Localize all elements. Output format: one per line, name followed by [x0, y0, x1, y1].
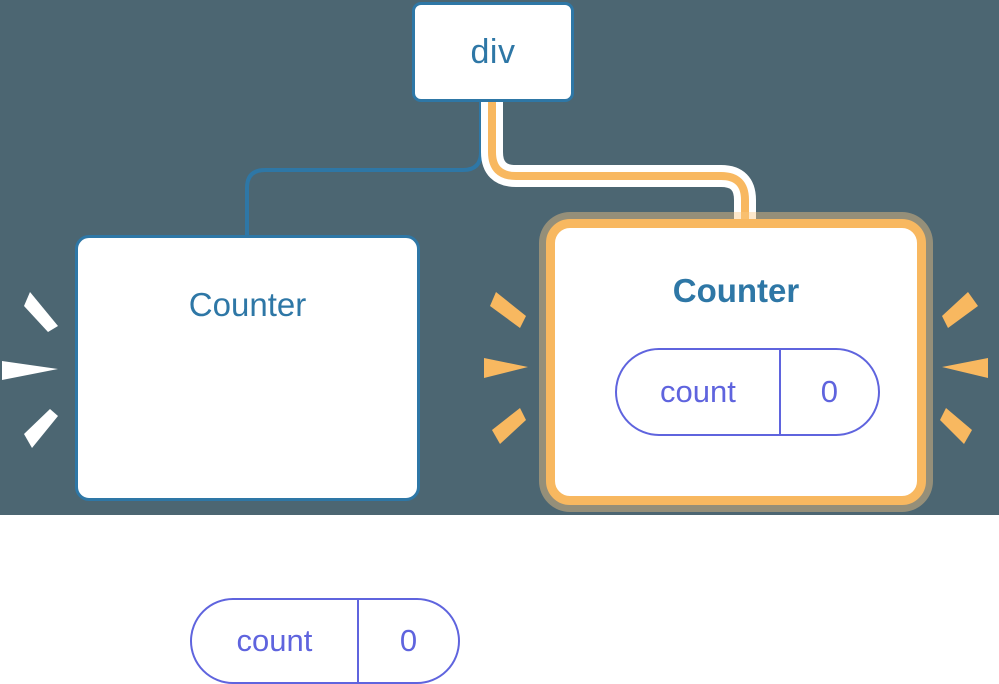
- counter-right-state-pill[interactable]: count 0: [615, 348, 880, 436]
- counter-left-card[interactable]: Counter count 0: [75, 235, 460, 684]
- sparkle-ray-middle: [942, 358, 988, 378]
- sparkle-ray-upper: [24, 292, 58, 332]
- counter-right-state-key: count: [617, 350, 781, 434]
- counter-right-card[interactable]: Counter count 0: [546, 219, 926, 505]
- counter-right-state-value: 0: [820, 374, 839, 409]
- sparkle-group-left-white: [2, 285, 64, 455]
- edge-div-to-counter-left: [245, 100, 483, 240]
- div-node[interactable]: div: [412, 2, 574, 102]
- counter-right-title: Counter: [672, 272, 800, 309]
- edge-div-to-counter-right-halo: [481, 100, 756, 232]
- sparkle-group-right-orange: [932, 282, 994, 452]
- sparkle-ray-lower: [940, 408, 972, 444]
- sparkle-ray-lower: [492, 408, 526, 444]
- sparkle-ray-upper: [490, 292, 526, 328]
- div-node-label: div: [470, 32, 516, 71]
- sparkle-ray-lower: [24, 409, 58, 448]
- counter-left-state-pill[interactable]: count 0: [190, 598, 460, 684]
- sparkle-ray-middle: [2, 361, 58, 380]
- edge-layer: [245, 100, 756, 240]
- counter-left-state-key: count: [192, 600, 359, 682]
- edge-div-to-counter-right: [488, 100, 749, 232]
- counter-left-state-value: 0: [399, 623, 418, 658]
- sparkle-group-middle-orange: [480, 282, 542, 452]
- sparkle-ray-upper: [942, 292, 978, 328]
- sparkle-ray-middle: [484, 358, 528, 378]
- counter-left-title: Counter: [188, 286, 307, 323]
